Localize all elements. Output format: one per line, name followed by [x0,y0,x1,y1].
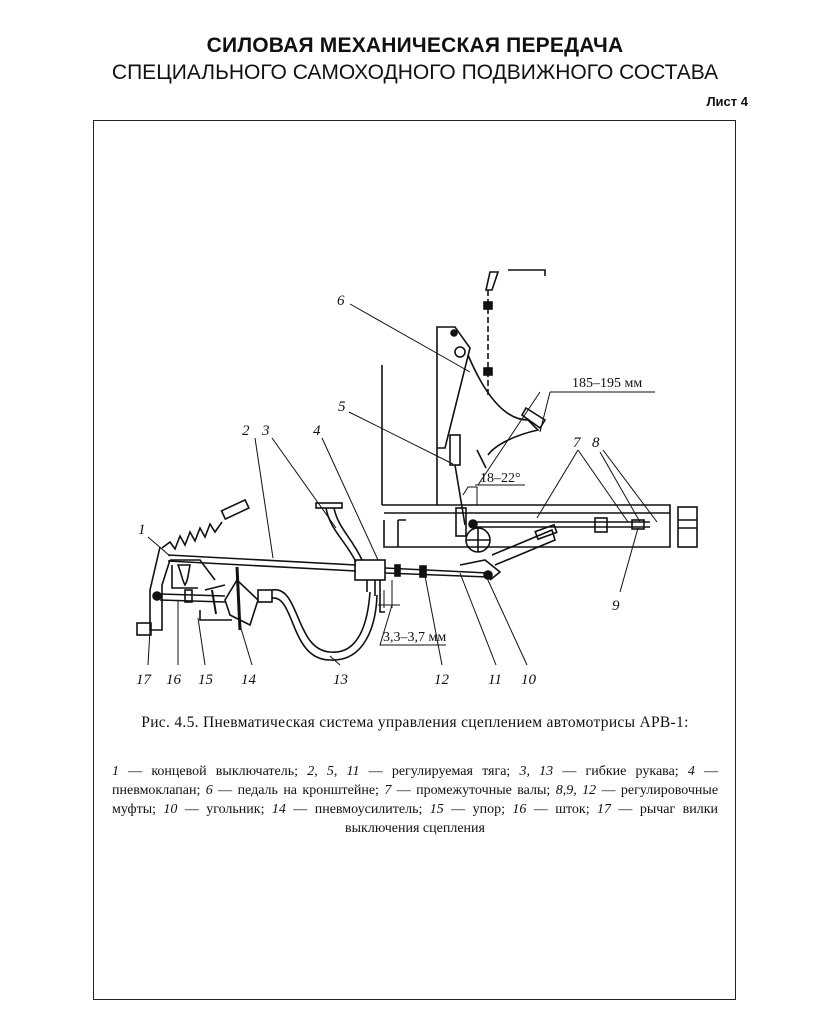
pneumatic-booster [199,566,273,631]
pedal [467,354,551,486]
legend-text: промежуточные валы; [416,783,551,798]
upper-linkage [483,269,546,395]
legend-num: 14 [271,802,286,817]
label-1: 1 [138,522,146,538]
legend-num: 3, 13 [519,764,554,779]
legend-num: 2, 5, 11 [307,764,360,779]
legend-item: 1 — концевой выключатель; 2, 5, 11 — рег… [112,764,719,836]
legend-num: 4 [687,764,695,779]
hose-3 [315,502,363,563]
rod-11 [384,564,489,578]
legend-num: 17 [597,802,612,817]
label-14: 14 [241,672,257,688]
dim-gap: 3,3–3,7 мм [383,630,446,645]
legend-text: пневмоусилитель; [314,802,423,817]
cab-wall [381,326,471,505]
legend-text: рычаг вилки выключения сцепления [345,802,719,836]
rod-2 [167,554,357,572]
sheet-number: Лист 4 [706,94,748,109]
label-8: 8 [592,435,600,451]
legend-text: регулировочные муфты; [112,783,719,817]
legend-num: 8,9, 12 [555,783,597,798]
legend-text: гибкие рукава; [585,764,679,779]
legend-num: 16 [512,802,527,817]
legend-num: 1 [112,764,119,779]
legend-num: 15 [429,802,444,817]
legend-text: концевой выключатель; [151,764,299,779]
legend-text: угольник; [206,802,265,817]
label-10: 10 [521,672,537,688]
legend-text: регулируемая тяга; [391,764,511,779]
label-9: 9 [612,598,620,614]
legend-num: 7 [384,783,392,798]
stem-16 [159,589,226,603]
legend-text: упор; [472,802,505,817]
label-11: 11 [488,672,502,688]
legend-num: 6 [205,783,213,798]
document-subtitle: СПЕЦИАЛЬНОГО САМОХОДНОГО ПОДВИЖНОГО СОСТ… [111,61,719,84]
clutch-lever [136,546,216,636]
document-title: СИЛОВАЯ МЕХАНИЧЕСКАЯ ПЕРЕДАЧА [206,34,624,57]
legend-text: пневмоклапан; [112,783,201,798]
page-frame [93,120,736,1000]
label-17: 17 [136,672,153,688]
return-spring [161,498,250,551]
label-7: 7 [573,435,582,451]
hose-13 [271,589,378,661]
label-5: 5 [338,399,346,415]
legend-num: 10 [163,802,178,817]
label-13: 13 [333,672,348,688]
figure-caption-title: Рис. 4.5. Пневматическая система управле… [141,714,689,731]
part-labels: 1 2 3 4 5 6 7 8 9 10 11 12 13 14 15 16 1… [136,293,642,688]
intermediate-shaft [468,517,650,533]
leader-lines [147,303,658,666]
pneumatic-valve [354,559,386,613]
label-2: 2 [242,423,250,439]
dim-pedal-travel: 185–195 мм [572,376,642,391]
dim-angle: 18–22° [480,471,521,486]
legend-text: педаль на кронштейне; [237,783,379,798]
legend-text: шток; [555,802,590,817]
label-3: 3 [261,423,270,439]
label-6: 6 [337,293,345,309]
label-16: 16 [166,672,182,688]
label-12: 12 [434,672,450,688]
figure-legend: 1 — концевой выключатель; 2, 5, 11 — рег… [112,762,718,838]
frame-beam [382,504,698,553]
label-4: 4 [313,423,321,439]
dimension-lines [378,391,655,646]
rod-5 [449,434,467,537]
label-15: 15 [198,672,214,688]
